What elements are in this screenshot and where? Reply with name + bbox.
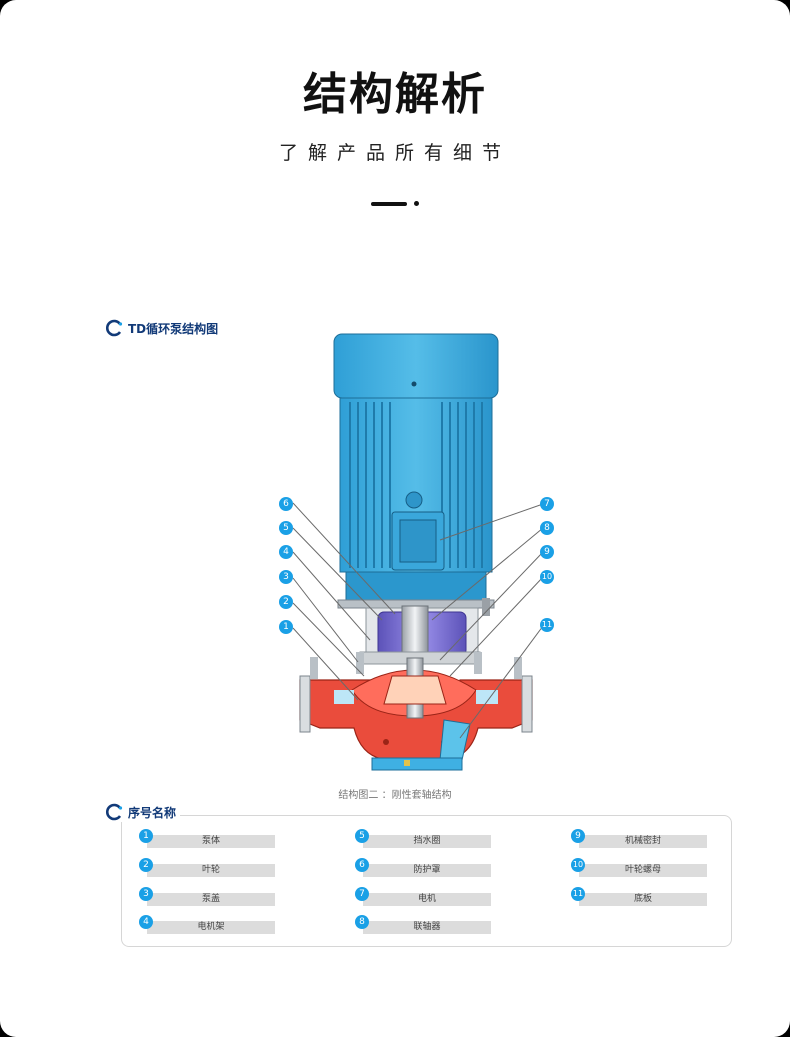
- title-divider-dash: [371, 202, 407, 206]
- legend-item-name: 电机: [363, 893, 491, 906]
- pump-casing: [299, 652, 533, 761]
- legend-item-number: 4: [139, 915, 153, 929]
- legend-item-number: 7: [355, 887, 369, 901]
- callout-number: 9: [540, 545, 554, 559]
- refresh-ring-icon: [106, 803, 123, 821]
- legend-item-number: 10: [571, 858, 585, 872]
- legend-item-number: 3: [139, 887, 153, 901]
- callout-number: 11: [540, 618, 554, 632]
- callout-number: 3: [279, 570, 293, 584]
- legend-item-name: 泵盖: [147, 893, 275, 906]
- callout-number: 6: [279, 497, 293, 511]
- legend-item-number: 8: [355, 915, 369, 929]
- legend-item-name: 防护罩: [363, 864, 491, 877]
- legend-item-name: 联轴器: [363, 921, 491, 934]
- legend-item-name: 叶轮螺母: [579, 864, 707, 877]
- callout-number: 7: [540, 497, 554, 511]
- legend-item-number: 1: [139, 829, 153, 843]
- legend-section-label: 序号名称: [128, 805, 177, 820]
- callout-number: 5: [279, 521, 293, 535]
- callout-number: 10: [540, 570, 554, 584]
- legend-item-name: 底板: [579, 893, 707, 906]
- motor-bracket: [359, 598, 490, 665]
- page-title: 结构解析: [303, 69, 487, 120]
- legend-item-name: 泵体: [147, 835, 275, 848]
- legend-item-name: 电机架: [147, 921, 275, 934]
- legend-item-number: 2: [139, 858, 153, 872]
- callout-number: 2: [279, 595, 293, 609]
- legend-item-number: 5: [355, 829, 369, 843]
- refresh-ring-icon: [106, 319, 123, 337]
- legend-section-header: 序号名称: [104, 802, 181, 822]
- legend-item-name: 挡水圈: [363, 835, 491, 848]
- callout-number: 8: [540, 521, 554, 535]
- diagram-section-label: TD循环泵结构图: [128, 321, 219, 336]
- callout-number: 4: [279, 545, 293, 559]
- pump-structure-diagram: [292, 333, 544, 771]
- legend-item-number: 11: [571, 887, 585, 901]
- callout-number: 1: [279, 620, 293, 634]
- diagram-section-header: TD循环泵结构图: [104, 318, 218, 338]
- page-subtitle: 了解产品所有细节: [278, 142, 511, 164]
- legend-item-name: 叶轮: [147, 864, 275, 877]
- pump-base: [334, 690, 498, 771]
- motor: [333, 333, 499, 609]
- legend-item-name: 机械密封: [579, 835, 707, 848]
- legend-item-number: 6: [355, 858, 369, 872]
- diagram-caption: 结构图二 ：刚性套轴结构: [338, 790, 452, 801]
- legend-item-number: 9: [571, 829, 585, 843]
- title-divider-dot: [414, 201, 419, 206]
